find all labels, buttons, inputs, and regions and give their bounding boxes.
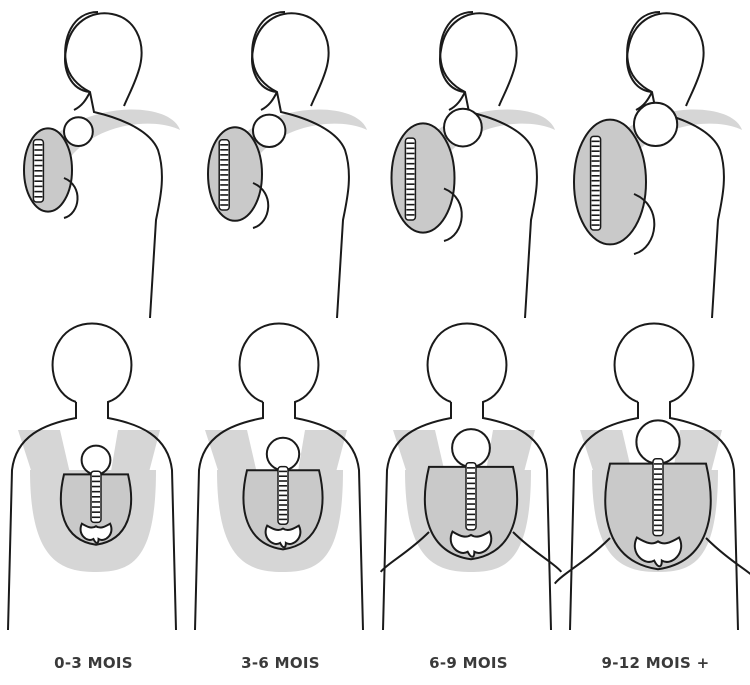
side-view — [24, 12, 180, 318]
spine-side — [591, 136, 601, 230]
baby-head-back — [452, 429, 490, 467]
spine-outline — [653, 459, 663, 536]
parent-head-side — [252, 13, 329, 106]
stage-2-group — [381, 12, 562, 630]
spine-side — [405, 138, 415, 220]
back-view — [195, 324, 363, 631]
back-view — [381, 324, 562, 631]
stage-0-group — [8, 12, 180, 630]
parent-head-side — [440, 13, 517, 106]
side-view — [574, 12, 742, 318]
baby-head-back — [267, 438, 299, 470]
baby-body-side — [208, 127, 262, 221]
stage-1-group — [195, 12, 367, 630]
stage-label-0-3: 0-3 MOIS — [0, 654, 187, 672]
spine-back — [278, 467, 288, 525]
baby-body-side — [24, 128, 72, 211]
back-view — [555, 324, 750, 631]
baby-body-side — [392, 123, 455, 232]
parent-head-side — [627, 13, 704, 106]
spine-back — [91, 471, 101, 522]
baby-head-side — [253, 115, 285, 147]
baby-head-side — [634, 103, 677, 146]
stage-3-group — [555, 12, 750, 630]
baby-head-side — [64, 117, 93, 146]
side-view — [208, 12, 367, 318]
parent-head-side — [65, 13, 142, 106]
baby-head-back — [636, 420, 679, 463]
parent-silhouette-side — [252, 12, 349, 318]
baby-head-back — [82, 446, 111, 475]
stage-label-3-6: 3-6 MOIS — [187, 654, 374, 672]
baby-head-side — [444, 109, 482, 147]
spine-side — [219, 140, 229, 210]
stage-label-6-9: 6-9 MOIS — [375, 654, 562, 672]
spine-back — [466, 463, 476, 530]
stage-label-9-12: 9-12 MOIS + — [562, 654, 749, 672]
spine-back — [653, 459, 663, 536]
side-view — [392, 12, 556, 318]
baby-body-side — [574, 120, 646, 245]
parent-silhouette-side — [65, 12, 162, 318]
back-view — [8, 324, 176, 631]
spine-side — [33, 140, 43, 202]
